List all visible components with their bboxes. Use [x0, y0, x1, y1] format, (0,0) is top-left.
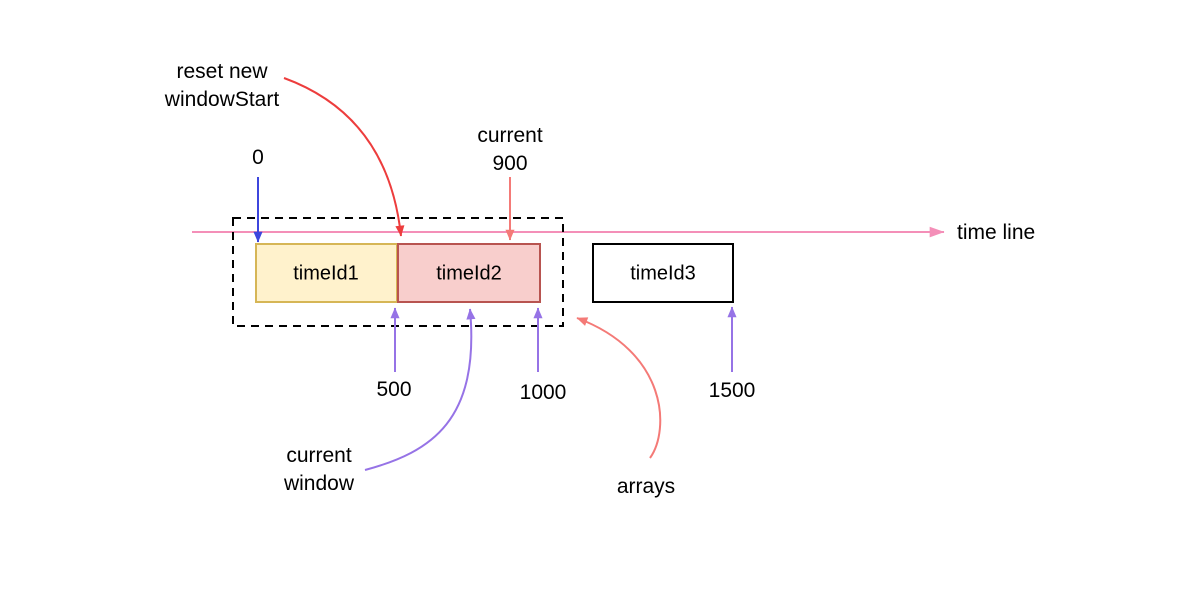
timeline-label: time line: [957, 221, 1036, 244]
timeid3-box: [592, 243, 734, 303]
current-900-label: current 900: [477, 124, 543, 175]
current-window-arrow: [364, 308, 476, 471]
current-window-dashed-box: [232, 217, 564, 327]
current-window-label: current window: [283, 444, 355, 495]
reset-window-start-label: reset new windowStart: [164, 60, 280, 111]
timeid3-box-label: timeId3: [630, 262, 696, 285]
arrays-arrow: [576, 317, 662, 459]
tick-1000-label: 1000: [519, 381, 567, 404]
reset-window-start-arrow: [283, 77, 405, 237]
timeid2-box: [397, 243, 541, 303]
zero-tick-label: 0: [252, 146, 264, 169]
arrays-label: arrays: [616, 475, 676, 498]
tick-500-label: 500: [376, 378, 412, 401]
timeid1-box-label: timeId1: [293, 262, 359, 285]
timeid2-box-label: timeId2: [436, 262, 502, 285]
tick-1500-label: 1500: [708, 379, 756, 402]
